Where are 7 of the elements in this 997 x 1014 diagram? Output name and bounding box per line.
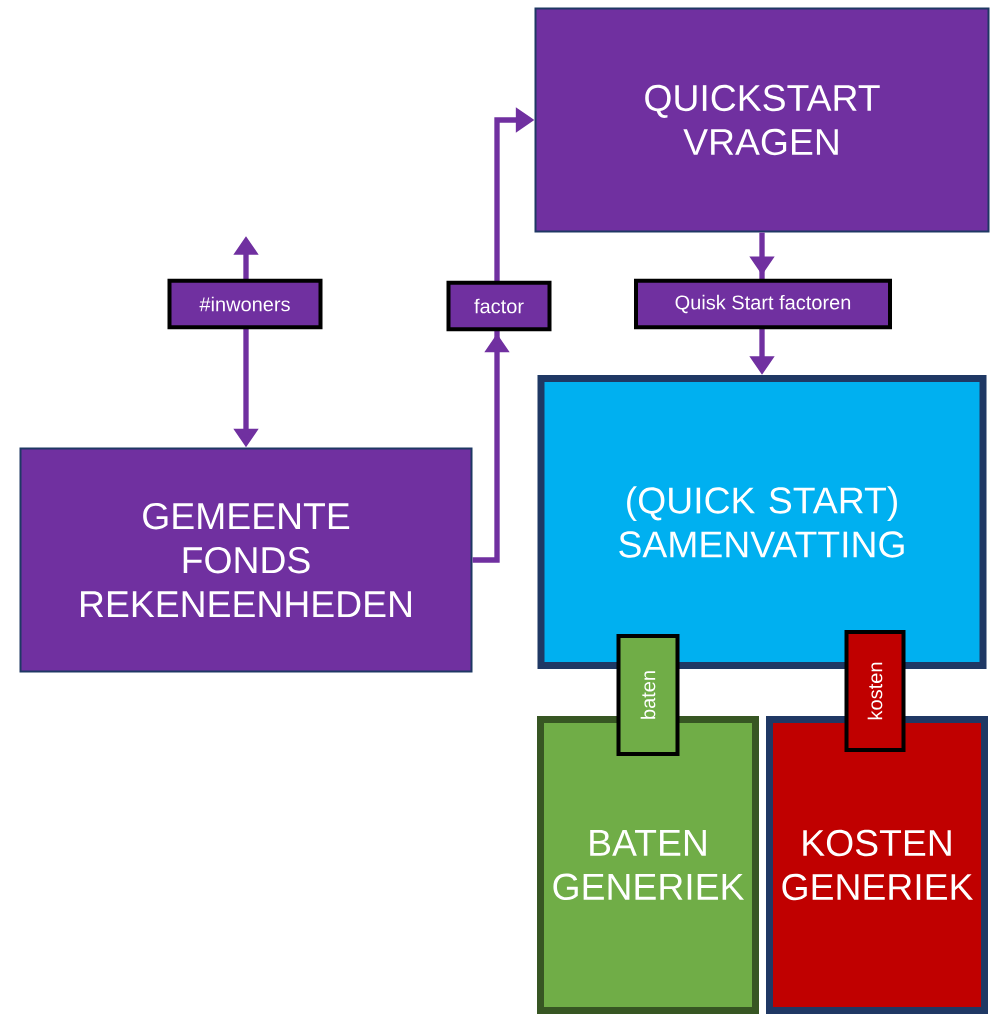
tag-box: kosten	[844, 630, 906, 752]
process-box: QUICKSTART VRAGEN	[534, 7, 990, 233]
process-box: GEMEENTE FONDS REKENEENHEDEN	[19, 447, 473, 673]
edge-label: Quisk Start factoren	[634, 278, 892, 330]
edge-label: #inwoners	[167, 278, 323, 330]
edge-label: factor	[446, 280, 552, 332]
tag-box: baten	[616, 634, 680, 756]
